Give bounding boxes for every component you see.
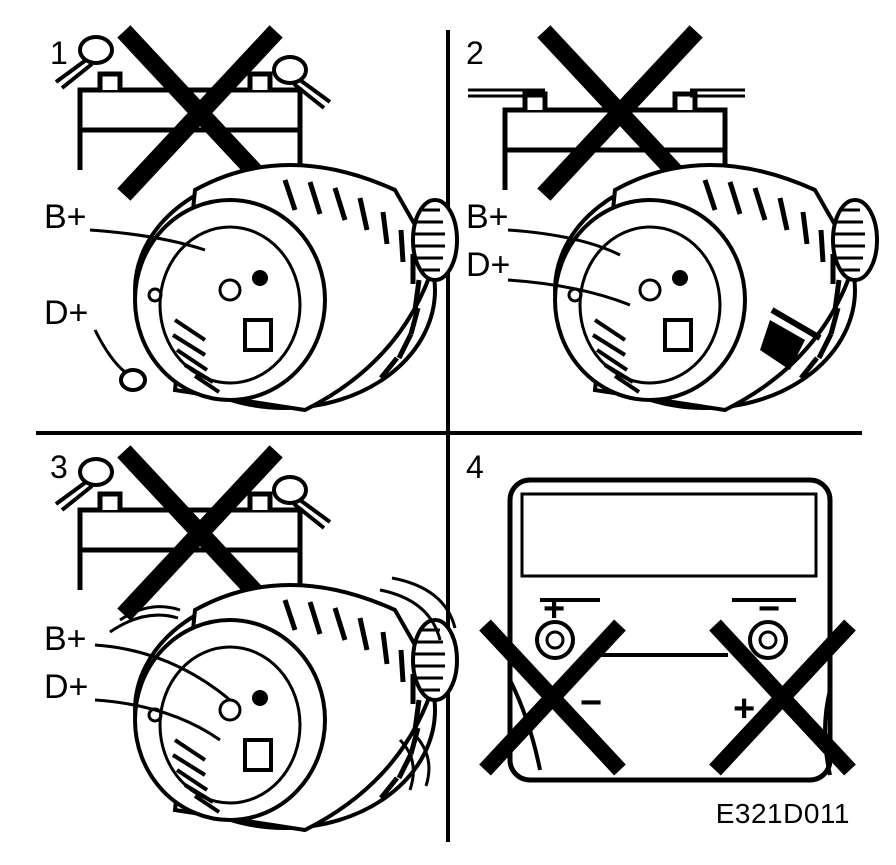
panel-1-b-plus-label: B+	[44, 198, 87, 236]
panel-2-drawing	[468, 38, 877, 410]
battery-plus-terminal-label: +	[543, 588, 566, 630]
panel-4-drawing	[479, 477, 856, 783]
panel-1-d-plus-label: D+	[44, 294, 89, 332]
panel-3-b-plus-label: B+	[44, 620, 87, 658]
crossed-plus-label: +	[733, 688, 756, 730]
battery-minus-terminal-label: −	[758, 588, 781, 630]
crossed-minus-label: −	[580, 682, 603, 724]
panel-3-d-plus-label: D+	[44, 668, 89, 706]
figure-code: E321D011	[715, 798, 850, 829]
panel-3-drawing	[54, 458, 457, 830]
panel-1-drawing	[54, 37, 457, 410]
panel-4-number: 4	[466, 449, 484, 485]
panel-1-number: 1	[50, 35, 68, 71]
panel-2-d-plus-label: D+	[466, 246, 511, 284]
panel-2-number: 2	[466, 35, 484, 71]
panel-2-b-plus-label: B+	[466, 198, 509, 236]
panel-3-number: 3	[50, 449, 68, 485]
